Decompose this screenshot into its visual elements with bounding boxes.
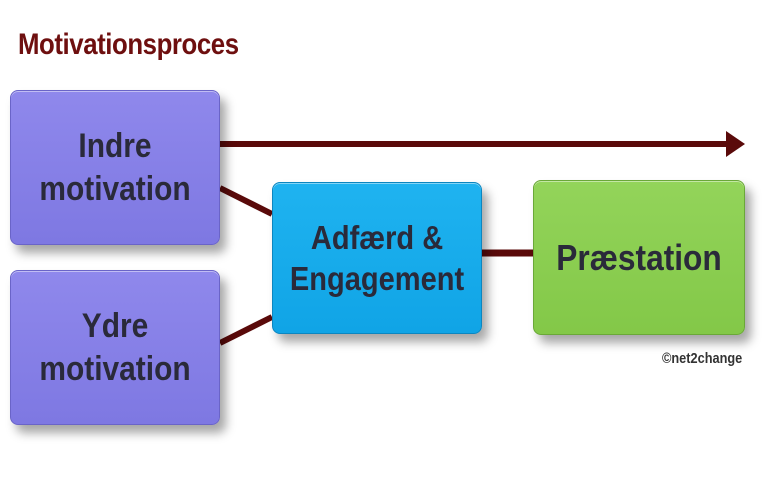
- performance-label: Præstation: [556, 237, 722, 278]
- connector-inner-to-behavior: [218, 185, 274, 217]
- inner-motivation-label: Indre motivation: [39, 127, 191, 208]
- inner-motivation-box: Indre motivation: [10, 90, 220, 245]
- outer-motivation-label: Ydre motivation: [39, 307, 191, 388]
- behavior-engagement-box: Adfærd & Engagement: [272, 182, 482, 334]
- arrowhead: [726, 131, 745, 157]
- outer-motivation-box: Ydre motivation: [10, 270, 220, 425]
- diagram-title: Motivationsproces: [18, 28, 239, 61]
- behavior-label-line2: Engagement: [289, 260, 465, 297]
- connector-outer-to-behavior: [218, 314, 274, 346]
- behavior-engagement-label: Adfærd & Engagement: [290, 217, 464, 300]
- copyright-notice: ©net2change: [662, 350, 743, 367]
- behavior-label-line1: Adfærd &: [310, 218, 444, 256]
- performance-box: Præstation: [533, 180, 745, 335]
